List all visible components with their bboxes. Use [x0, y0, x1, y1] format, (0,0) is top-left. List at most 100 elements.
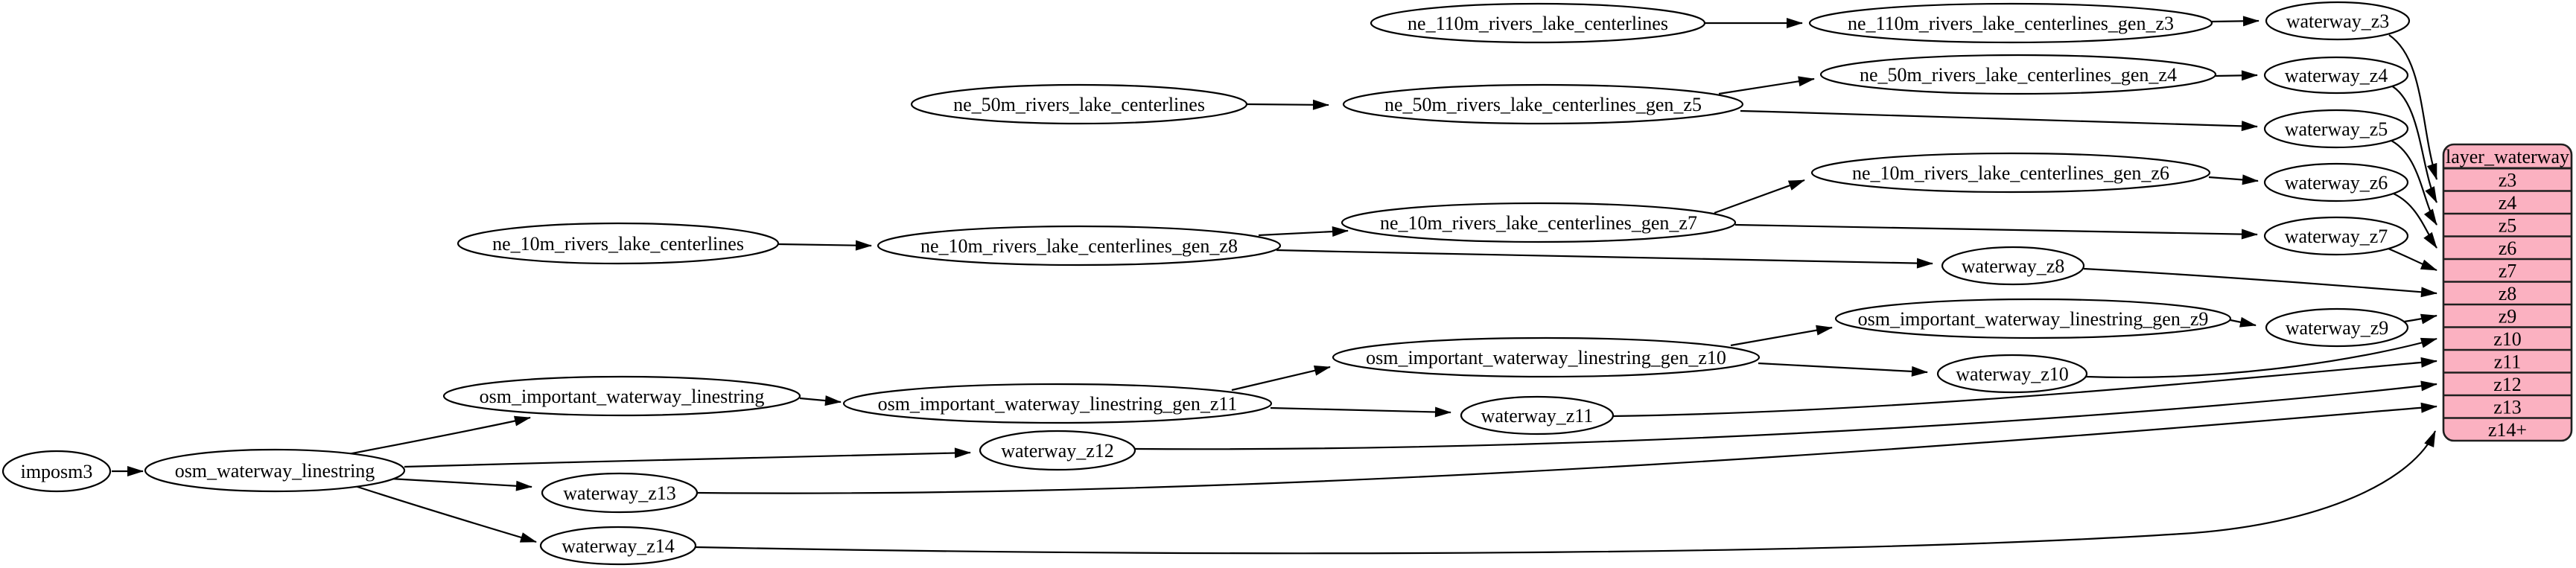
table-row-z3: z3	[2499, 169, 2517, 191]
edge-waterway_z8-to-layer_waterway-z8	[2083, 267, 2437, 298]
table-row-z9: z9	[2499, 305, 2517, 327]
edge-osm_important_waterway_linestring_gen_z10-to-osm_important_waterway_linestring_gen_z9	[1730, 325, 1833, 347]
node-osm_important_waterway_linestring_gen_z11: osm_important_waterway_linestring_gen_z1…	[842, 383, 1273, 424]
node-shape-ne_110m_rivers_lake_centerlines	[1370, 2, 1706, 44]
table-row-z5: z5	[2499, 214, 2517, 236]
edge-waterway_z11-to-layer_waterway-z11	[1612, 357, 2437, 418]
table-row-z11: z11	[2494, 351, 2522, 372]
edge-ne_50m_rivers_lake_centerlines_gen_z4-to-waterway_z4	[2215, 70, 2258, 81]
edge-waterway_z12-to-layer_waterway-z12	[1134, 380, 2437, 450]
node-label-waterway_z5: waterway_z5	[2285, 118, 2388, 140]
edge-waterway_z7-to-layer_waterway-z7	[2382, 245, 2437, 272]
node-label-waterway_z11: waterway_z11	[1481, 405, 1594, 427]
node-label-waterway_z8: waterway_z8	[1962, 255, 2065, 277]
node-shape-osm_important_waterway_linestring_gen_z10	[1332, 336, 1761, 378]
table-layer_waterway: layer_waterwayz3z4z5z6z7z8z9z10z11z12z13…	[2442, 143, 2573, 442]
edge-osm_waterway_linestring-to-waterway_z12	[404, 447, 971, 468]
node-label-waterway_z3: waterway_z3	[2286, 10, 2390, 32]
node-shape-waterway_z13	[541, 472, 699, 514]
node-shape-ne_110m_rivers_lake_centerlines_gen_z3	[1808, 2, 2213, 44]
node-label-waterway_z4: waterway_z4	[2285, 65, 2388, 86]
edge-ne_10m_rivers_lake_centerlines_gen_z7-to-ne_10m_rivers_lake_centerlines_gen_z6	[1714, 179, 1805, 214]
node-ne_110m_rivers_lake_centerlines_gen_z3: ne_110m_rivers_lake_centerlines_gen_z3	[1808, 2, 2213, 44]
edge-osm_important_waterway_linestring_gen_z11-to-osm_important_waterway_linestring_gen_z10	[1231, 365, 1331, 392]
node-label-waterway_z12: waterway_z12	[1001, 440, 1114, 462]
node-shape-waterway_z12	[979, 430, 1136, 471]
node-shape-waterway_z5	[2263, 109, 2409, 149]
node-shape-osm_waterway_linestring	[144, 448, 406, 493]
edge-waterway_z5-to-layer_waterway-z5	[2388, 138, 2437, 226]
node-shape-osm_important_waterway_linestring_gen_z11	[842, 383, 1273, 424]
node-label-waterway_z10: waterway_z10	[1956, 363, 2069, 385]
node-shape-waterway_z7	[2263, 216, 2409, 256]
node-shape-waterway_z3	[2265, 1, 2411, 41]
node-label-ne_10m_rivers_lake_centerlines_gen_z6: ne_10m_rivers_lake_centerlines_gen_z6	[1852, 162, 2169, 184]
node-label-waterway_z13: waterway_z13	[563, 482, 676, 504]
edge-ne_110m_rivers_lake_centerlines_gen_z3-to-waterway_z3	[2211, 16, 2259, 27]
table-row-z14+: z14+	[2488, 419, 2527, 441]
edge-osm_important_waterway_linestring_gen_z10-to-waterway_z10	[1758, 362, 1928, 377]
edge-waterway_z13-to-layer_waterway-z13	[696, 402, 2437, 494]
edge-ne_10m_rivers_lake_centerlines_gen_z8-to-waterway_z8	[1276, 249, 1933, 269]
node-label-ne_50m_rivers_lake_centerlines_gen_z4: ne_50m_rivers_lake_centerlines_gen_z4	[1860, 64, 2177, 86]
edge-osm_important_waterway_linestring_gen_z11-to-waterway_z11	[1270, 406, 1451, 418]
node-shape-osm_important_waterway_linestring	[442, 375, 801, 417]
edge-ne_10m_rivers_lake_centerlines-to-ne_10m_rivers_lake_centerlines_gen_z8	[777, 240, 872, 251]
node-osm_waterway_linestring: osm_waterway_linestring	[144, 448, 406, 493]
node-shape-osm_important_waterway_linestring_gen_z9	[1834, 298, 2232, 339]
node-label-osm_waterway_linestring: osm_waterway_linestring	[175, 460, 375, 482]
node-shape-ne_10m_rivers_lake_centerlines_gen_z6	[1810, 152, 2211, 194]
node-ne_50m_rivers_lake_centerlines: ne_50m_rivers_lake_centerlines	[910, 83, 1248, 125]
table-row-z7: z7	[2499, 260, 2517, 281]
edge-ne_50m_rivers_lake_centerlines_gen_z5-to-waterway_z5	[1740, 109, 2258, 132]
node-shape-waterway_z4	[2263, 56, 2409, 95]
node-ne_50m_rivers_lake_centerlines_gen_z4: ne_50m_rivers_lake_centerlines_gen_z4	[1819, 54, 2217, 95]
edge-waterway_z3-to-layer_waterway-z3	[2388, 34, 2438, 180]
node-label-ne_50m_rivers_lake_centerlines_gen_z5: ne_50m_rivers_lake_centerlines_gen_z5	[1384, 94, 1702, 115]
edge-ne_10m_rivers_lake_centerlines_gen_z6-to-waterway_z6	[2208, 174, 2259, 185]
node-ne_10m_rivers_lake_centerlines_gen_z8: ne_10m_rivers_lake_centerlines_gen_z8	[877, 225, 1282, 267]
node-ne_110m_rivers_lake_centerlines: ne_110m_rivers_lake_centerlines	[1370, 2, 1706, 44]
node-label-osm_important_waterway_linestring: osm_important_waterway_linestring	[480, 386, 765, 407]
edge-osm_waterway_linestring-to-waterway_z13	[389, 477, 532, 491]
node-ne_10m_rivers_lake_centerlines_gen_z7: ne_10m_rivers_lake_centerlines_gen_z7	[1341, 202, 1737, 243]
node-ne_10m_rivers_lake_centerlines: ne_10m_rivers_lake_centerlines	[457, 222, 780, 265]
node-waterway_z4: waterway_z4	[2263, 56, 2409, 95]
node-waterway_z6: waterway_z6	[2263, 162, 2409, 202]
node-shape-waterway_z6	[2263, 162, 2409, 202]
edge-waterway_z10-to-layer_waterway-z10	[2085, 337, 2437, 379]
edge-ne_50m_rivers_lake_centerlines-to-ne_50m_rivers_lake_centerlines_gen_z5	[1246, 99, 1329, 110]
node-shape-ne_50m_rivers_lake_centerlines_gen_z5	[1342, 83, 1744, 125]
node-label-ne_110m_rivers_lake_centerlines_gen_z3: ne_110m_rivers_lake_centerlines_gen_z3	[1848, 13, 2174, 34]
edge-osm_waterway_linestring-to-osm_important_waterway_linestring	[348, 415, 531, 456]
edge-osm_waterway_linestring-to-waterway_z14	[352, 484, 537, 543]
edge-osm_important_waterway_linestring_gen_z9-to-waterway_z9	[2230, 316, 2257, 328]
node-waterway_z11: waterway_z11	[1460, 395, 1615, 435]
edge-waterway_z6-to-layer_waterway-z6	[2389, 191, 2437, 249]
edge-osm_important_waterway_linestring-to-osm_important_waterway_linestring_gen_z11	[799, 395, 842, 406]
node-imposm3: imposm3	[1, 450, 112, 493]
node-waterway_z12: waterway_z12	[979, 430, 1136, 471]
edge-waterway_z4-to-layer_waterway-z4	[2389, 84, 2437, 203]
node-label-waterway_z14: waterway_z14	[562, 535, 675, 557]
table-row-z6: z6	[2499, 237, 2517, 259]
node-label-waterway_z9: waterway_z9	[2286, 317, 2389, 339]
table-title: layer_waterway	[2446, 146, 2569, 167]
node-osm_important_waterway_linestring: osm_important_waterway_linestring	[442, 375, 801, 417]
node-label-ne_110m_rivers_lake_centerlines: ne_110m_rivers_lake_centerlines	[1408, 13, 1668, 34]
node-label-imposm3: imposm3	[21, 461, 93, 482]
edge-ne_10m_rivers_lake_centerlines_gen_z7-to-waterway_z7	[1734, 223, 2258, 240]
edges	[112, 16, 2438, 555]
nodes: imposm3 osm_waterway_linestring ne_10m_riv…	[1, 1, 2411, 566]
node-shape-waterway_z14	[539, 526, 697, 566]
node-shape-ne_50m_rivers_lake_centerlines	[910, 83, 1248, 125]
node-waterway_z3: waterway_z3	[2265, 1, 2411, 41]
node-label-waterway_z6: waterway_z6	[2285, 172, 2388, 194]
node-label-waterway_z7: waterway_z7	[2285, 226, 2388, 247]
node-osm_important_waterway_linestring_gen_z10: osm_important_waterway_linestring_gen_z1…	[1332, 336, 1761, 378]
node-waterway_z8: waterway_z8	[1941, 246, 2085, 286]
node-ne_10m_rivers_lake_centerlines_gen_z6: ne_10m_rivers_lake_centerlines_gen_z6	[1810, 152, 2211, 194]
node-shape-waterway_z11	[1460, 395, 1615, 435]
node-ne_50m_rivers_lake_centerlines_gen_z5: ne_50m_rivers_lake_centerlines_gen_z5	[1342, 83, 1744, 125]
table-row-z13: z13	[2493, 396, 2522, 418]
